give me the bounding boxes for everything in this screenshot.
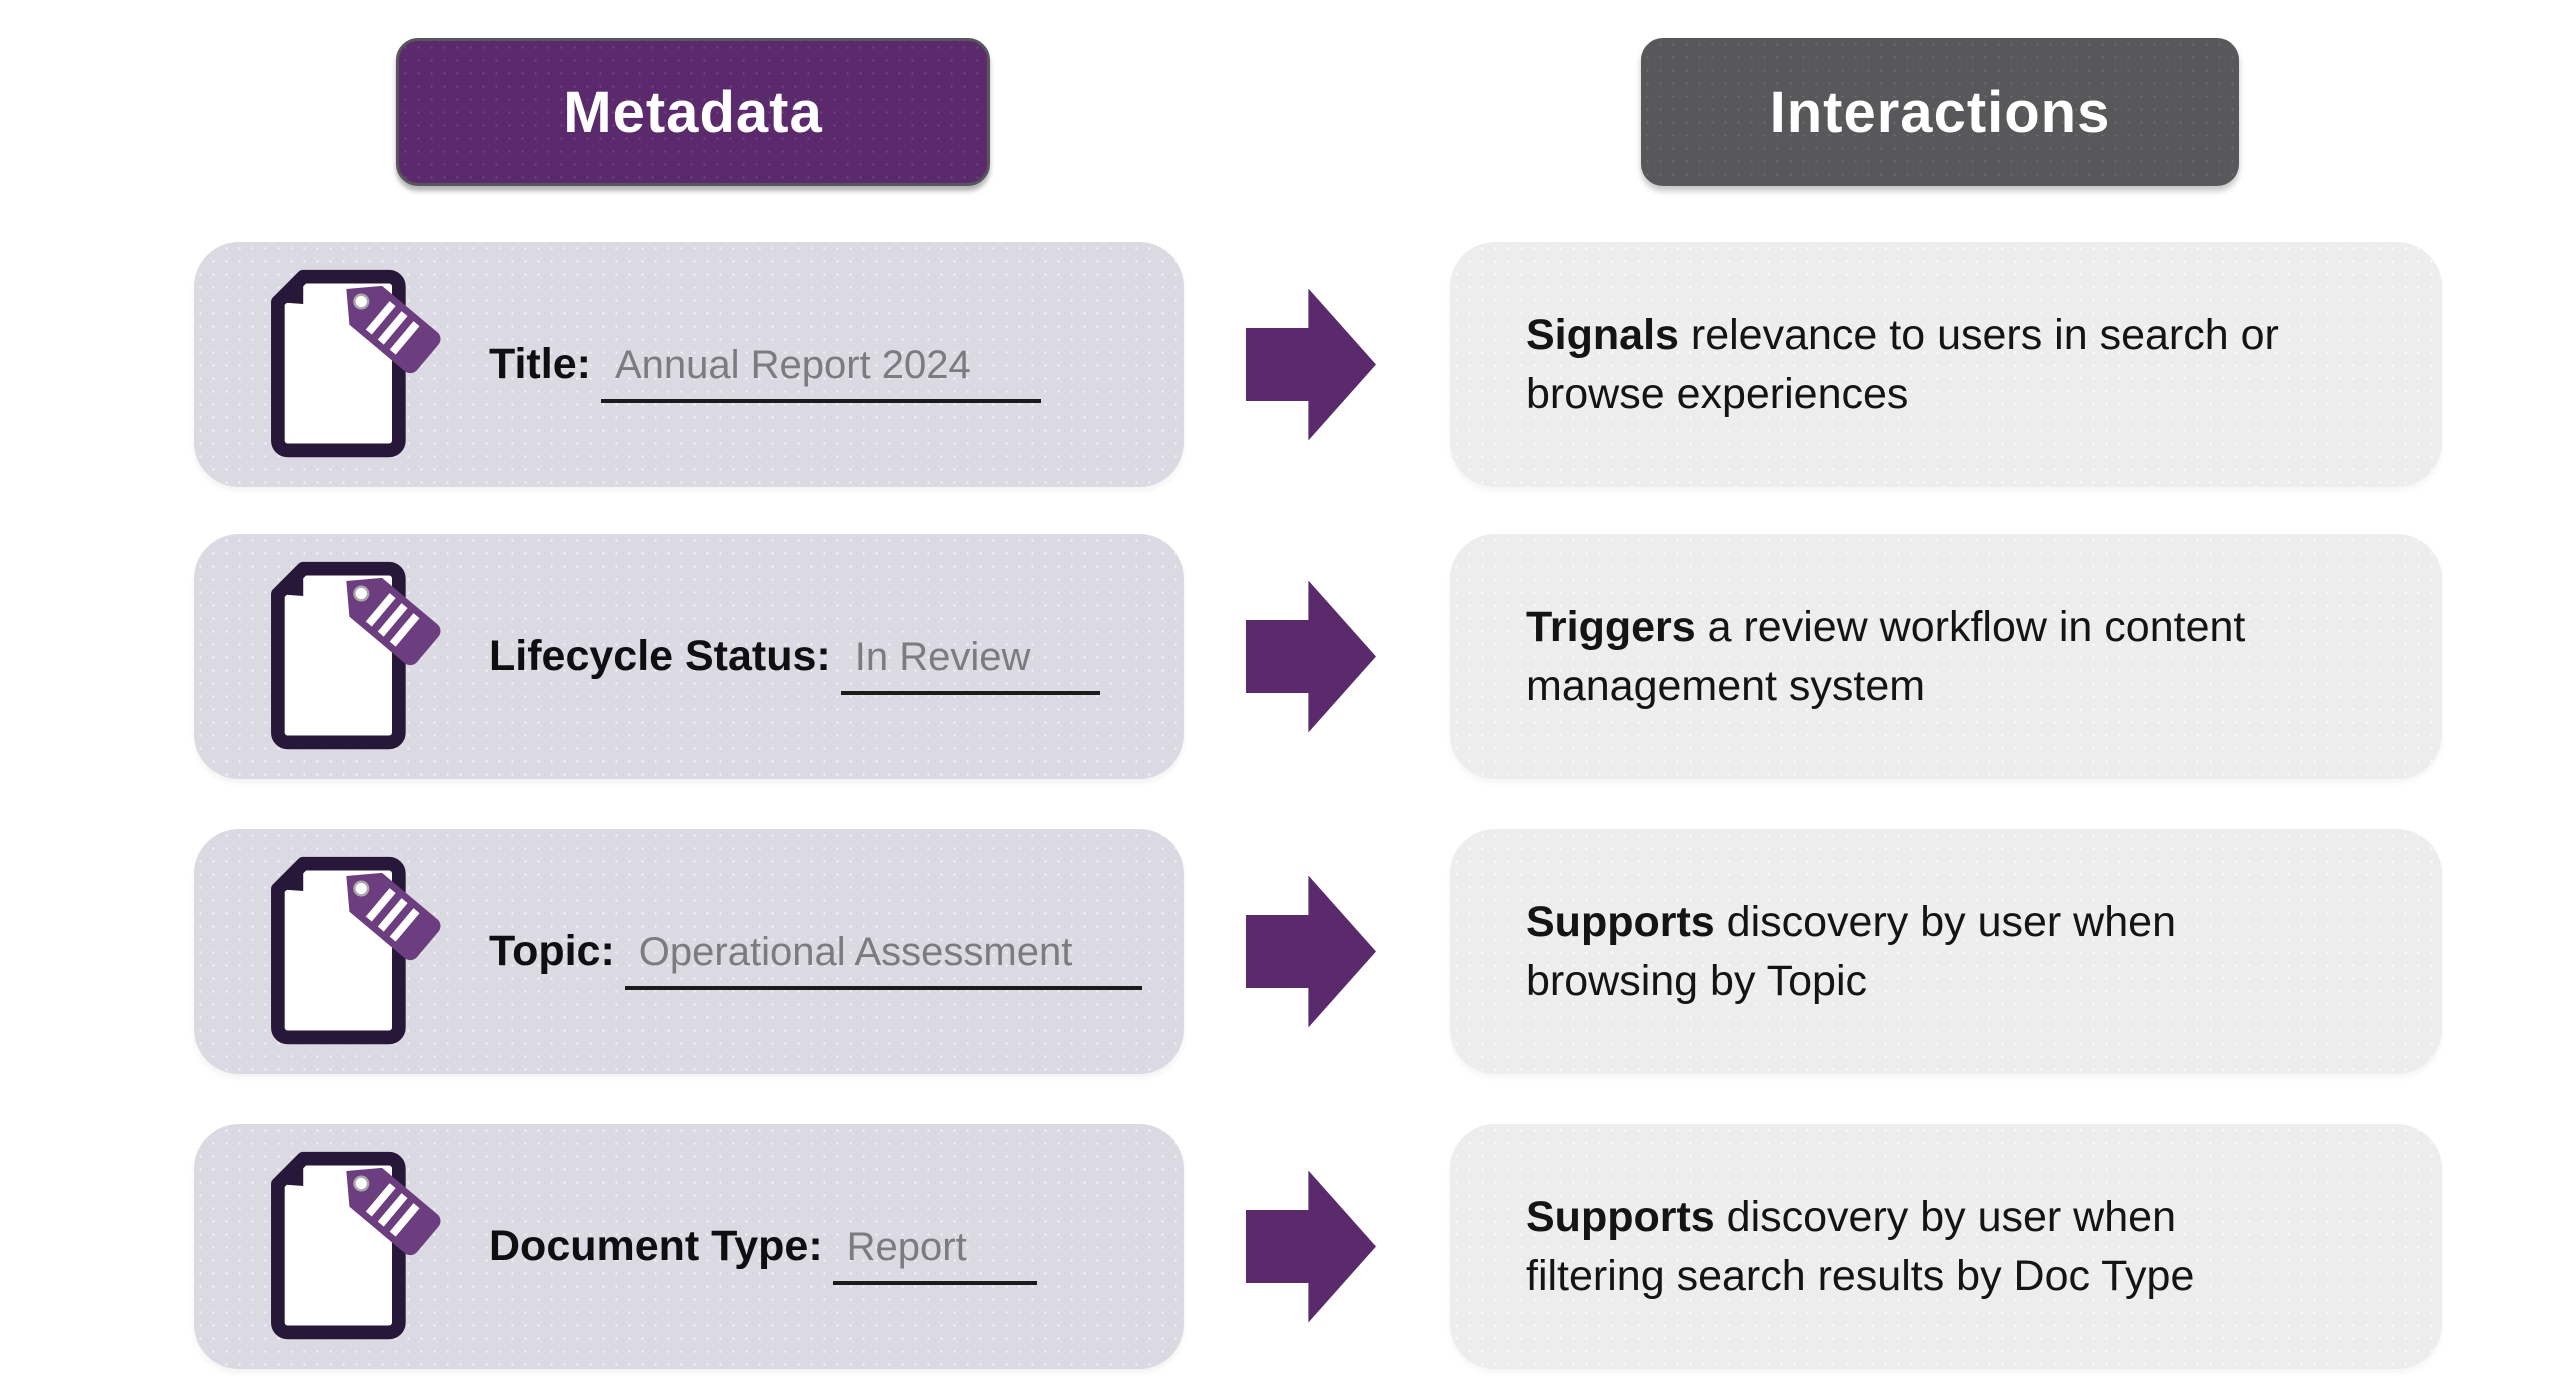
- interaction-line1: discovery by user when: [1714, 1193, 2176, 1242]
- document-tag-icon: [250, 1147, 455, 1347]
- interaction-text: Supports discovery by user when filterin…: [1450, 1188, 2224, 1305]
- interaction-bold-term: Supports: [1526, 898, 1715, 947]
- interaction-card: Supports discovery by user when browsing…: [1450, 829, 2442, 1074]
- diagram-row-lifecycle-status: Lifecycle Status:In Review Triggers a re…: [0, 534, 2560, 779]
- document-tag-icon: [250, 557, 455, 757]
- metadata-column-header-label: Metadata: [563, 79, 823, 145]
- metadata-column-header: Metadata: [396, 38, 990, 186]
- interaction-card: Supports discovery by user when filterin…: [1450, 1124, 2442, 1369]
- metadata-field: Title:Annual Report 2024: [489, 340, 1041, 403]
- diagram-row-title: Title:Annual Report 2024 Signals relevan…: [0, 242, 2560, 487]
- metadata-field: Document Type:Report: [489, 1222, 1037, 1285]
- interaction-bold-term: Triggers: [1526, 603, 1696, 652]
- field-label: Lifecycle Status:: [489, 632, 831, 680]
- interaction-line2: management system: [1526, 661, 1926, 710]
- interaction-line2: filtering search results by Doc Type: [1526, 1251, 2195, 1300]
- arrow-right-icon: [1246, 875, 1376, 1028]
- interactions-column-header-label: Interactions: [1769, 79, 2111, 145]
- field-label: Topic:: [489, 927, 615, 975]
- interaction-bold-term: Supports: [1526, 1193, 1715, 1242]
- field-value: In Review: [840, 635, 1101, 695]
- interaction-text: Supports discovery by user when browsing…: [1450, 893, 2206, 1010]
- metadata-card: Title:Annual Report 2024: [194, 242, 1184, 487]
- interaction-card: Signals relevance to users in search or …: [1450, 242, 2442, 487]
- interaction-line1: discovery by user when: [1714, 898, 2176, 947]
- arrow-right-icon: [1246, 288, 1376, 441]
- metadata-field: Topic:Operational Assessment: [489, 927, 1143, 990]
- metadata-card: Topic:Operational Assessment: [194, 829, 1184, 1074]
- interaction-line2: browsing by Topic: [1526, 956, 1867, 1005]
- interaction-line1: a review workflow in content: [1695, 603, 2246, 652]
- diagram-row-document-type: Document Type:Report Supports discovery …: [0, 1124, 2560, 1369]
- metadata-card: Lifecycle Status:In Review: [194, 534, 1184, 779]
- diagram-row-topic: Topic:Operational Assessment Supports di…: [0, 829, 2560, 1074]
- interaction-line1: relevance to users in search or: [1678, 311, 2279, 360]
- field-label: Title:: [489, 340, 591, 388]
- interaction-text: Signals relevance to users in search or …: [1450, 306, 2309, 423]
- field-value: Operational Assessment: [624, 930, 1143, 990]
- field-label: Document Type:: [489, 1222, 823, 1270]
- interaction-text: Triggers a review workflow in content ma…: [1450, 598, 2275, 715]
- document-tag-icon: [250, 265, 455, 465]
- interaction-bold-term: Signals: [1526, 311, 1679, 360]
- arrow-right-icon: [1246, 1170, 1376, 1323]
- metadata-card: Document Type:Report: [194, 1124, 1184, 1369]
- document-tag-icon: [250, 852, 455, 1052]
- interaction-line2: browse experiences: [1526, 369, 1909, 418]
- interactions-column-header: Interactions: [1641, 38, 2239, 186]
- interaction-card: Triggers a review workflow in content ma…: [1450, 534, 2442, 779]
- field-value: Annual Report 2024: [600, 343, 1041, 403]
- field-value: Report: [832, 1225, 1037, 1285]
- arrow-right-icon: [1246, 580, 1376, 733]
- metadata-field: Lifecycle Status:In Review: [489, 632, 1101, 695]
